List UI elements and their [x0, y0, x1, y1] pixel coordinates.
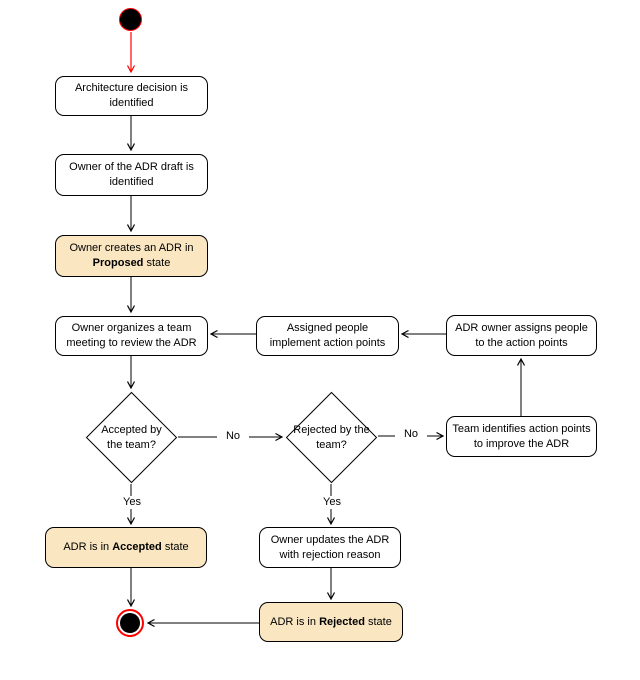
- edge-label-rejected-no: No: [395, 428, 427, 441]
- state-label-post: state: [161, 541, 189, 554]
- activity-team-meeting: Owner organizes a team meeting to review…: [55, 316, 208, 356]
- activity-label: Owner updates the ADR with rejection rea…: [270, 533, 390, 561]
- state-proposed: Owner creates an ADR in Proposed state: [55, 235, 208, 277]
- initial-node: [119, 8, 142, 31]
- activity-label: ADR owner assigns people to the action p…: [455, 321, 588, 349]
- activity-owner-identified: Owner of the ADR draft is identified: [55, 154, 208, 196]
- state-accepted: ADR is in Accepted state: [45, 527, 207, 568]
- activity-label: Owner organizes a team meeting to review…: [66, 322, 197, 349]
- activity-owner-assigns: ADR owner assigns people to the action p…: [446, 315, 597, 356]
- diamond-shape: [85, 391, 178, 484]
- activity-label: Assigned people implement action points: [269, 322, 386, 349]
- state-label-pre: Owner creates an ADR in: [69, 242, 194, 255]
- state-label-pre: ADR is in: [63, 541, 113, 554]
- activity-architecture-identified: Architecture decision is identified: [55, 76, 208, 116]
- edge-label-accepted-no: No: [217, 430, 249, 443]
- state-rejected: ADR is in Rejected state: [259, 602, 403, 642]
- state-label-pre: ADR is in: [270, 615, 320, 628]
- state-name-rejected: Rejected: [319, 615, 365, 628]
- activity-assigned-implement: Assigned people implement action points: [256, 316, 399, 356]
- activity-label: Owner of the ADR draft is identified: [69, 161, 194, 188]
- state-label-post: state: [364, 615, 392, 628]
- state-label-post: state: [143, 257, 171, 269]
- decision-rejected-by-team: Rejected by the team?: [285, 391, 378, 484]
- diamond-shape: [285, 391, 378, 484]
- activity-label: Architecture decision is identified: [74, 82, 189, 109]
- state-name-accepted: Accepted: [112, 541, 162, 554]
- activity-owner-updates: Owner updates the ADR with rejection rea…: [259, 527, 401, 568]
- decision-label: Accepted by the team?: [101, 424, 162, 451]
- decision-accepted-by-team: Accepted by the team?: [85, 391, 178, 484]
- edge-label-rejected-yes: Yes: [316, 496, 348, 509]
- decision-label: Rejected by the team?: [293, 424, 370, 451]
- activity-team-identifies: Team identifies action points to improve…: [446, 416, 597, 457]
- activity-label: Team identifies action points to improve…: [452, 422, 591, 450]
- state-name-proposed: Proposed: [92, 257, 144, 269]
- edge-label-accepted-yes: Yes: [116, 496, 148, 509]
- final-node: [116, 609, 144, 637]
- final-node-core: [120, 613, 140, 633]
